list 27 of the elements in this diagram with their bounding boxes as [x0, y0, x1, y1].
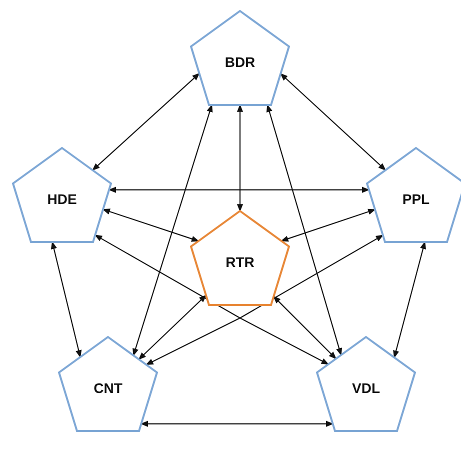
pentagon-node — [58, 336, 158, 432]
double-headed-arrow — [92, 72, 200, 171]
double-headed-arrow — [138, 294, 207, 360]
node-label: CNT — [92, 380, 124, 396]
pentagon-node — [12, 147, 112, 243]
double-headed-arrow — [146, 234, 384, 366]
double-headed-arrow — [94, 234, 329, 365]
double-headed-arrow — [132, 104, 213, 356]
node-label: VDL — [351, 380, 381, 396]
node-label: RTR — [224, 254, 256, 270]
double-headed-arrow — [108, 186, 370, 193]
double-headed-arrow — [280, 208, 376, 242]
pentagon-node — [190, 210, 290, 306]
double-headed-arrow — [393, 241, 426, 358]
double-headed-arrow — [50, 241, 82, 358]
double-headed-arrow — [102, 208, 200, 242]
pentagon-node — [366, 147, 461, 243]
double-headed-arrow — [140, 420, 334, 427]
node-label: PPL — [401, 191, 431, 207]
double-headed-arrow — [236, 104, 244, 212]
pentagon-node — [190, 10, 290, 106]
pentagon-node — [316, 336, 416, 432]
node-label: HDE — [46, 191, 78, 207]
double-headed-arrow — [266, 104, 342, 356]
node-label: BDR — [224, 54, 256, 70]
double-headed-arrow — [273, 296, 336, 360]
double-headed-arrow — [280, 73, 386, 171]
